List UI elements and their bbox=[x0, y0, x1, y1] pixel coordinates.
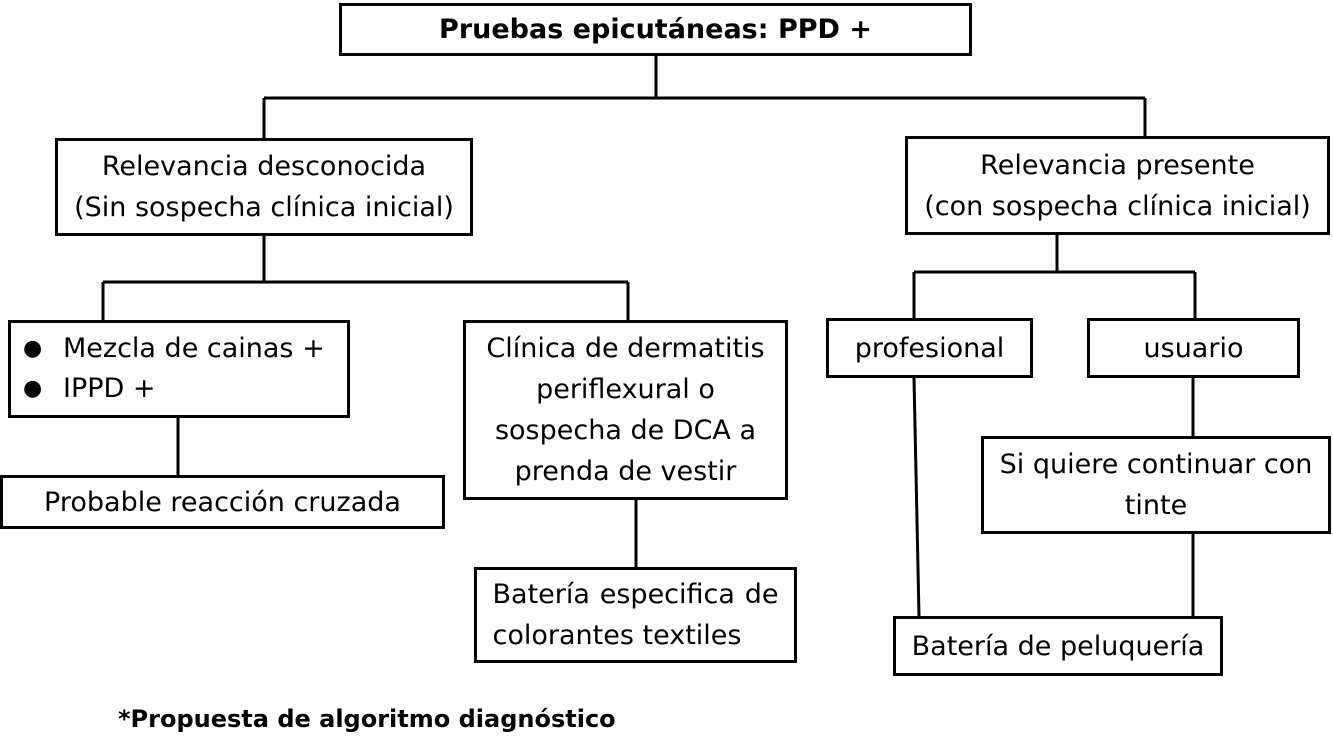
continue-dye-line: tinte bbox=[1124, 490, 1188, 521]
bullet-icon: ● bbox=[23, 336, 43, 361]
list-item-label: Mezcla de cainas + bbox=[63, 333, 325, 364]
continue-dye-line: Si quiere continuar con bbox=[999, 449, 1313, 480]
textile-dyes-line: colorantes textiles bbox=[492, 620, 742, 651]
user-label: usuario bbox=[1143, 332, 1244, 364]
clinical-dermatitis-node: Clínica de dermatitis periflexural o sos… bbox=[463, 320, 788, 500]
root-node-label: Pruebas epicutáneas: PPD + bbox=[439, 14, 872, 45]
footnote: *Propuesta de algoritmo diagnóstico bbox=[118, 705, 616, 733]
list-item: ● IPPD + bbox=[11, 369, 347, 409]
cross-reaction-label: Probable reacción cruzada bbox=[44, 486, 401, 518]
continue-dye-node: Si quiere continuar con tinte bbox=[981, 436, 1331, 534]
list-item: ● Mezcla de cainas + bbox=[11, 329, 347, 369]
clinical-dermatitis-line: sospecha de DCA a bbox=[494, 415, 757, 446]
textile-dyes-node: Batería especifica de colorantes textile… bbox=[474, 567, 797, 663]
cross-reaction-node: Probable reacción cruzada bbox=[0, 475, 445, 529]
hairdressing-series-node: Batería de peluquería bbox=[893, 616, 1223, 676]
clinical-dermatitis-line: prenda de vestir bbox=[514, 456, 737, 487]
clinical-dermatitis-line: periflexural o bbox=[536, 374, 715, 405]
user-node: usuario bbox=[1087, 318, 1300, 378]
positive-tests-list: ● Mezcla de cainas + ● IPPD + bbox=[11, 329, 347, 409]
textile-dyes-line: Batería especifica de bbox=[492, 579, 779, 610]
present-relevance-subtitle: (con sospecha clínica inicial) bbox=[924, 190, 1311, 222]
root-node: Pruebas epicutáneas: PPD + bbox=[339, 3, 972, 56]
present-relevance-node: Relevancia presente (con sospecha clínic… bbox=[905, 136, 1330, 235]
unknown-relevance-node: Relevancia desconocida (Sin sospecha clí… bbox=[55, 138, 473, 236]
hairdressing-series-label: Batería de peluquería bbox=[911, 630, 1205, 662]
unknown-relevance-title: Relevancia desconocida bbox=[101, 151, 427, 182]
professional-node: profesional bbox=[826, 318, 1033, 378]
clinical-dermatitis-line: Clínica de dermatitis bbox=[486, 333, 765, 364]
unknown-relevance-subtitle: (Sin sospecha clínica inicial) bbox=[74, 192, 454, 223]
list-item-label: IPPD + bbox=[63, 373, 156, 404]
positive-tests-node: ● Mezcla de cainas + ● IPPD + bbox=[8, 320, 350, 418]
bullet-icon: ● bbox=[23, 376, 43, 401]
present-relevance-title: Relevancia presente bbox=[980, 149, 1255, 181]
professional-label: profesional bbox=[854, 332, 1005, 364]
